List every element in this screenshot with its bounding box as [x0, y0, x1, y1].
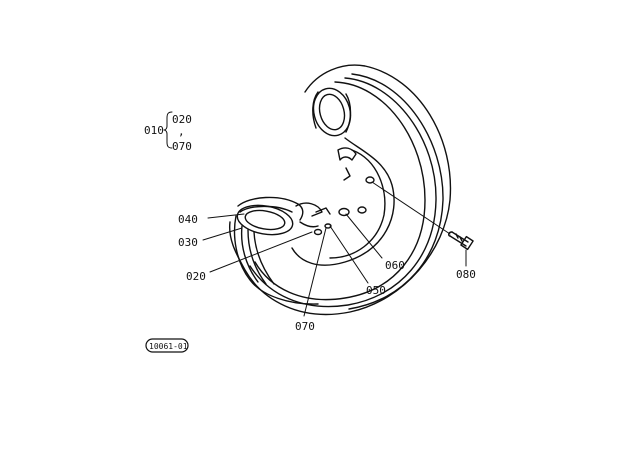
figure-id-label: 10061-01: [149, 342, 188, 351]
group-child-label-1: 020: [172, 113, 192, 126]
fender-shell: [228, 64, 452, 316]
leader-lines: [202, 181, 467, 317]
callout-060: 060: [385, 259, 405, 272]
callout-070: 070: [295, 320, 315, 333]
figure-id-badge: [145, 338, 189, 353]
callout-040: 040: [178, 213, 198, 226]
group-bracket: [163, 111, 173, 149]
callout-030: 030: [178, 236, 198, 249]
group-separator: ,: [178, 125, 185, 138]
callout-020: 020: [186, 270, 206, 283]
group-parent-label: 010: [144, 124, 164, 137]
callout-050: 050: [366, 284, 386, 297]
lower-bracket: [233, 196, 331, 305]
group-child-label-2: 070: [172, 140, 192, 153]
callout-080: 080: [456, 268, 476, 281]
bolt-080: [448, 231, 474, 251]
